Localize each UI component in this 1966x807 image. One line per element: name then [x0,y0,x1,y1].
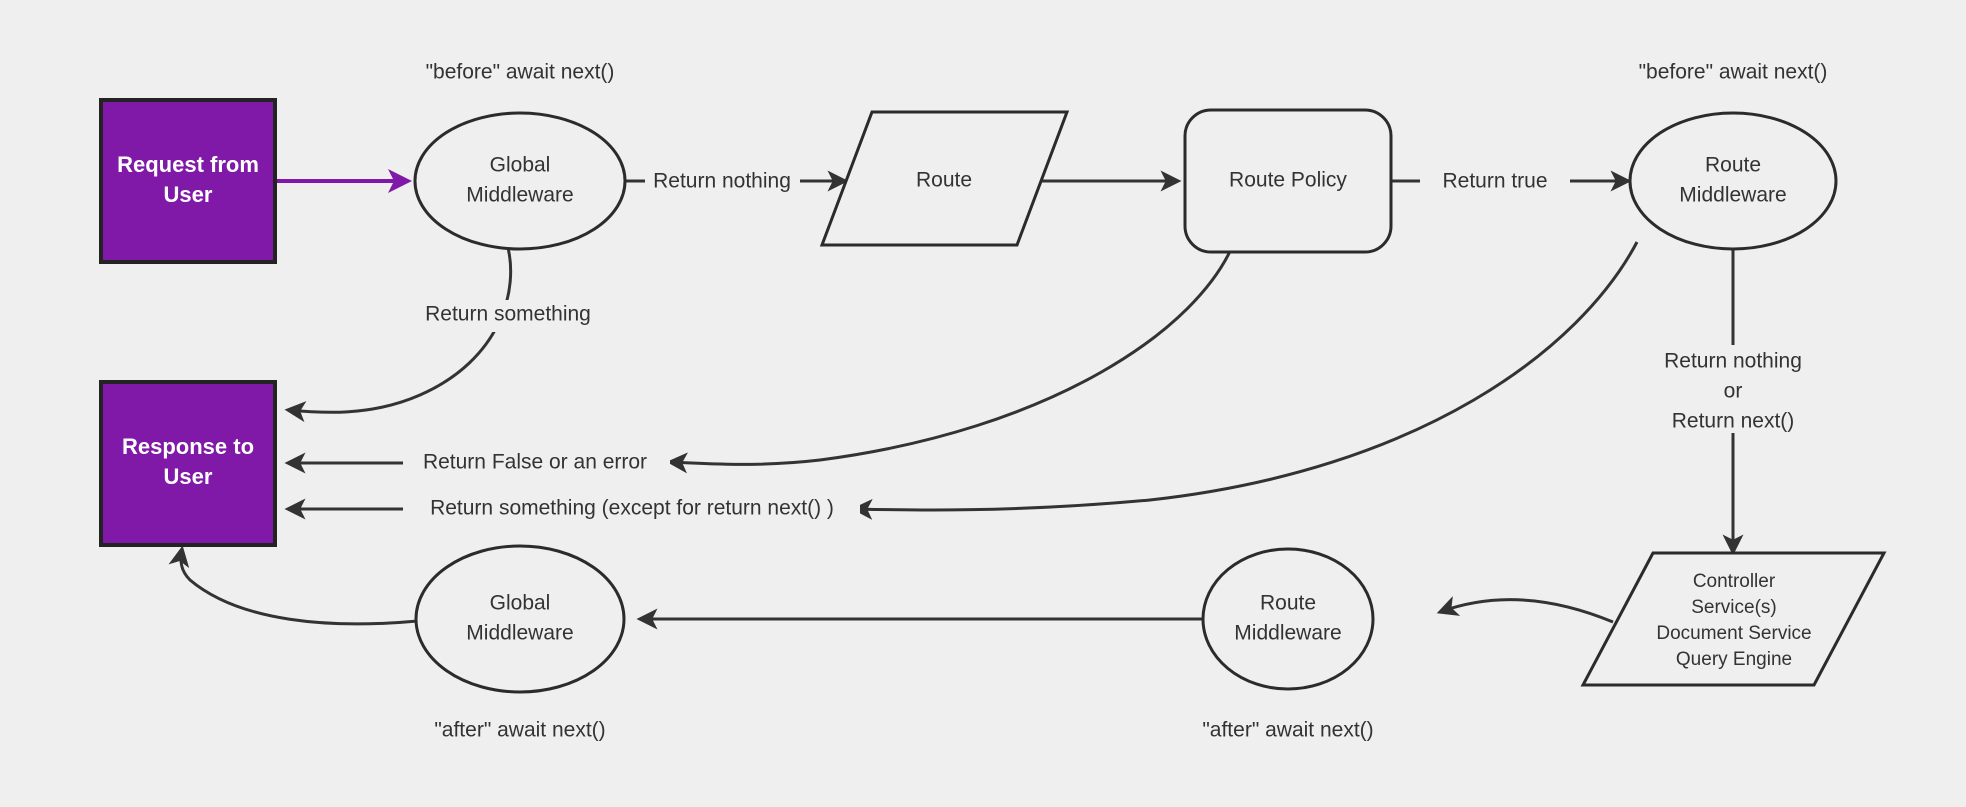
node-route-middleware-before[interactable]: Route Middleware [1628,111,1838,251]
label-bg-return-nothing-or-next [1640,345,1830,433]
response-to-user-label-line1: Response to [122,434,254,459]
controller-label-line3: Document Service [1656,623,1811,644]
annotation-before-await-next-global: "before" await next() [426,61,615,84]
label-bg-return-nothing [645,166,800,196]
controller-label-line4: Query Engine [1676,649,1792,670]
annotation-before-await-next-route: "before" await next() [1639,61,1828,84]
global-middleware-after-label-line1: Global [490,592,551,615]
node-route[interactable]: Route [819,110,1070,247]
edge-controller-to-route-middleware-after [1436,596,1614,624]
global-middleware-before-label-line2: Middleware [466,184,573,207]
global-middleware-before-label-line1: Global [490,154,551,177]
request-from-user-label-line2: User [164,182,213,207]
node-route-middleware-after[interactable]: Route Middleware [1201,547,1375,691]
node-controller-services[interactable]: Controller Service(s) Document Service Q… [1580,551,1887,687]
response-to-user-label-line2: User [164,464,213,489]
edge-route-middleware-to-response [851,241,1639,520]
edge-label-return-nothing-or-next-line2: or [1724,380,1743,403]
edge-global-middleware-to-response [284,243,513,423]
controller-label-line2: Service(s) [1691,597,1777,618]
edge-route-policy-to-response [666,239,1237,474]
label-bg-return-false [405,448,670,480]
global-middleware-after-label-line2: Middleware [466,622,573,645]
route-middleware-after-label-line1: Route [1260,592,1316,615]
controller-label-line1: Controller [1693,571,1776,592]
route-middleware-before-label-line2: Middleware [1679,184,1786,207]
edge-label-return-nothing-or-next-line3: Return next() [1672,410,1795,433]
edge-label-return-true: Return true [1442,170,1547,193]
node-route-policy[interactable]: Route Policy [1183,108,1393,254]
route-policy-label: Route Policy [1229,169,1347,192]
request-from-user-label-line1: Request from [117,152,259,177]
route-middleware-before-label-line1: Route [1705,154,1761,177]
edge-global-middleware-after-to-response [168,545,419,626]
edge-label-return-nothing: Return nothing [653,170,791,193]
node-request-from-user[interactable]: Request from User [99,98,277,264]
annotation-after-await-next-global: "after" await next() [434,719,605,742]
edge-label-return-nothing-or-next-line1: Return nothing [1664,350,1802,373]
annotation-after-await-next-route: "after" await next() [1202,719,1373,742]
label-bg-return-something-except [405,494,860,526]
label-bg-return-true [1420,166,1570,196]
edge-label-return-something: Return something [425,303,591,326]
node-global-middleware-after[interactable]: Global Middleware [414,544,626,694]
node-global-middleware-before[interactable]: Global Middleware [413,111,627,251]
route-label: Route [916,169,972,192]
edge-label-return-something-except-next: Return something (except for return next… [430,497,834,520]
edge-label-return-false-or-error: Return False or an error [423,451,647,474]
label-bg-return-something [400,300,590,332]
node-response-to-user[interactable]: Response to User [99,380,277,547]
route-middleware-after-label-line2: Middleware [1234,622,1341,645]
